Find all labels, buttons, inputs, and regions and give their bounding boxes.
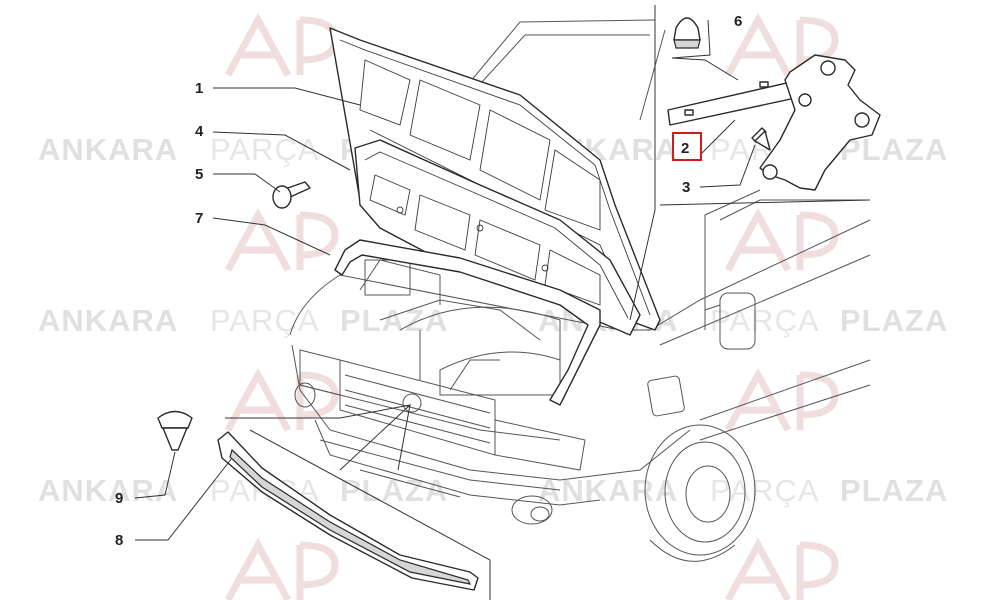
callouts: 1 2 3 4 5 6 7 8 9: [115, 13, 742, 549]
leader-lines: [134, 5, 871, 600]
watermark-word: PLAZA: [340, 303, 448, 338]
watermark-word: ANKARA: [538, 473, 678, 508]
hinge-assembly-part: [667, 54, 881, 191]
buffer-part: [673, 17, 701, 49]
front-strip-part: [217, 431, 479, 591]
watermark-word: ANKARA: [38, 303, 178, 338]
badge-shape: [402, 393, 422, 413]
callout-5: 5: [195, 166, 203, 183]
tyre-shape: [644, 424, 756, 556]
seal-part: [334, 239, 601, 406]
callout-2-highlight-box: [672, 132, 702, 161]
watermark-logo-icon: [224, 12, 839, 600]
watermark-row-3: ANKARA PARÇA PLAZA ANKARA PARÇA PLAZA: [38, 473, 948, 508]
callout-9: 9: [115, 490, 123, 507]
bolt-part: [272, 181, 311, 209]
callout-8: 8: [115, 532, 123, 549]
callout-4: 4: [195, 123, 204, 140]
watermark-word: PARÇA: [210, 132, 320, 167]
callout-2: 2: [681, 140, 689, 157]
watermark-word: ANKARA: [38, 132, 178, 167]
watermark-row-2: ANKARA PARÇA PLAZA ANKARA PARÇA PLAZA: [38, 303, 948, 338]
insulation-pad-part: [354, 139, 641, 336]
clip-part: [157, 410, 193, 451]
watermark-word: PLAZA: [340, 473, 448, 508]
watermark-word: ANKARA: [38, 473, 178, 508]
mirror-shape: [719, 292, 756, 350]
watermark-word: PARÇA: [710, 473, 820, 508]
callout-7: 7: [195, 210, 203, 227]
watermark-word: PLAZA: [840, 303, 948, 338]
watermark-word: PARÇA: [210, 303, 320, 338]
callout-3: 3: [682, 179, 690, 196]
watermark-word: PARÇA: [710, 303, 820, 338]
watermark-word: PLAZA: [840, 473, 948, 508]
callout-1: 1: [195, 80, 203, 97]
callout-6: 6: [734, 13, 742, 30]
